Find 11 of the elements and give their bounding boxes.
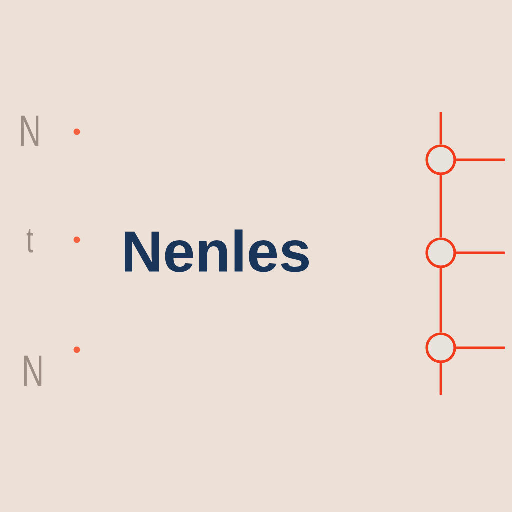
connector-line <box>456 252 505 254</box>
letter: N <box>24 356 42 386</box>
letter: t <box>26 229 34 253</box>
connector-line <box>440 175 442 238</box>
connector-line <box>456 346 505 350</box>
connector-line <box>440 363 442 395</box>
title: Nenles <box>125 230 309 272</box>
connector-line <box>440 268 442 333</box>
connector-line <box>456 158 505 162</box>
connector-line <box>440 112 442 145</box>
letter: N <box>21 116 39 146</box>
